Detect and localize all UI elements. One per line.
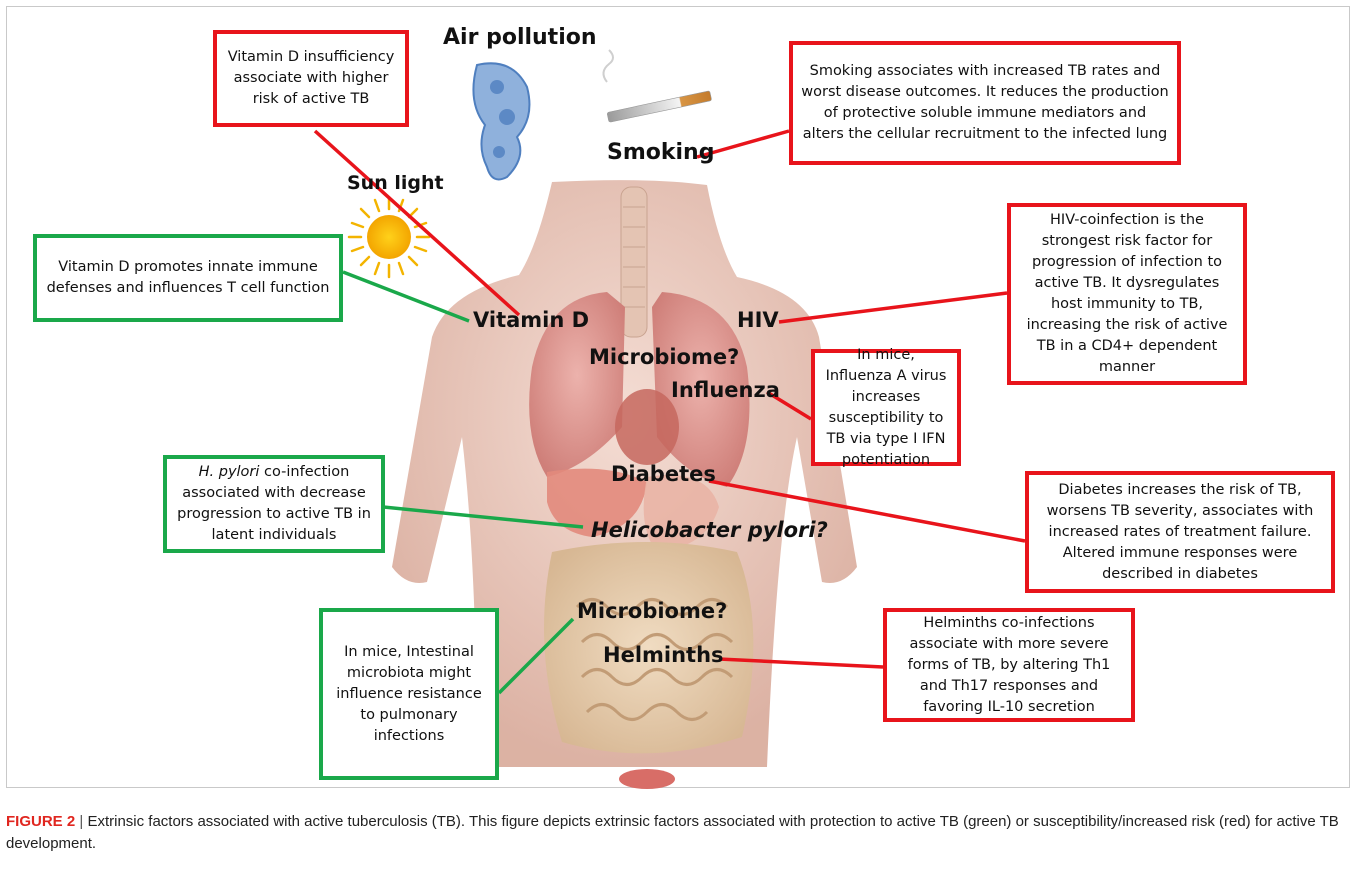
label-vitamin-d: Vitamin D <box>473 308 589 332</box>
box-vitamin-d-promotes: Vitamin D promotes innate immune defense… <box>33 234 343 322</box>
figure-caption: FIGURE 2 | Extrinsic factors associated … <box>6 811 1346 855</box>
label-hiv: HIV <box>737 308 779 332</box>
figure-panel: Air pollution Smoking Sun light Vitamin … <box>6 6 1350 788</box>
label-diabetes: Diabetes <box>611 462 716 486</box>
box-helminths: Helminths co-infections associate with m… <box>883 608 1135 722</box>
box-h-pylori: H. pylori co-infection associated with d… <box>163 455 385 553</box>
air-pollution-icon <box>473 63 529 179</box>
connector-vitd-promotes <box>343 272 469 321</box>
heart <box>615 389 679 465</box>
label-microbiome-upper: Microbiome? <box>589 345 739 369</box>
label-influenza: Influenza <box>671 378 780 402</box>
label-air-pollution: Air pollution <box>443 25 597 50</box>
figure-label: FIGURE 2 <box>6 813 75 830</box>
label-smoking: Smoking <box>607 140 714 165</box>
connector-hiv <box>779 293 1007 322</box>
box-influenza: In mice, Influenza A virus increases sus… <box>811 349 961 466</box>
cigarette-icon <box>603 50 711 122</box>
trachea <box>621 187 647 337</box>
caption-text: Extrinsic factors associated with active… <box>6 813 1339 852</box>
label-helminths: Helminths <box>603 643 724 667</box>
sun-icon <box>349 197 429 277</box>
box-diabetes: Diabetes increases the risk of TB, worse… <box>1025 471 1335 593</box>
caption-separator: | <box>79 813 83 830</box>
label-microbiome-lower: Microbiome? <box>577 599 727 623</box>
box-smoking: Smoking associates with increased TB rat… <box>789 41 1181 165</box>
box-hiv: HIV-coinfection is the strongest risk fa… <box>1007 203 1247 385</box>
box-h-pylori-name: H. pylori <box>199 464 260 480</box>
label-sun-light: Sun light <box>347 172 444 194</box>
label-helicobacter-pylori: Helicobacter pylori? <box>591 518 828 542</box>
box-intestinal-microbiota: In mice, Intestinal microbiota might inf… <box>319 608 499 780</box>
box-vitamin-d-insufficiency: Vitamin D insufficiency associate with h… <box>213 30 409 127</box>
